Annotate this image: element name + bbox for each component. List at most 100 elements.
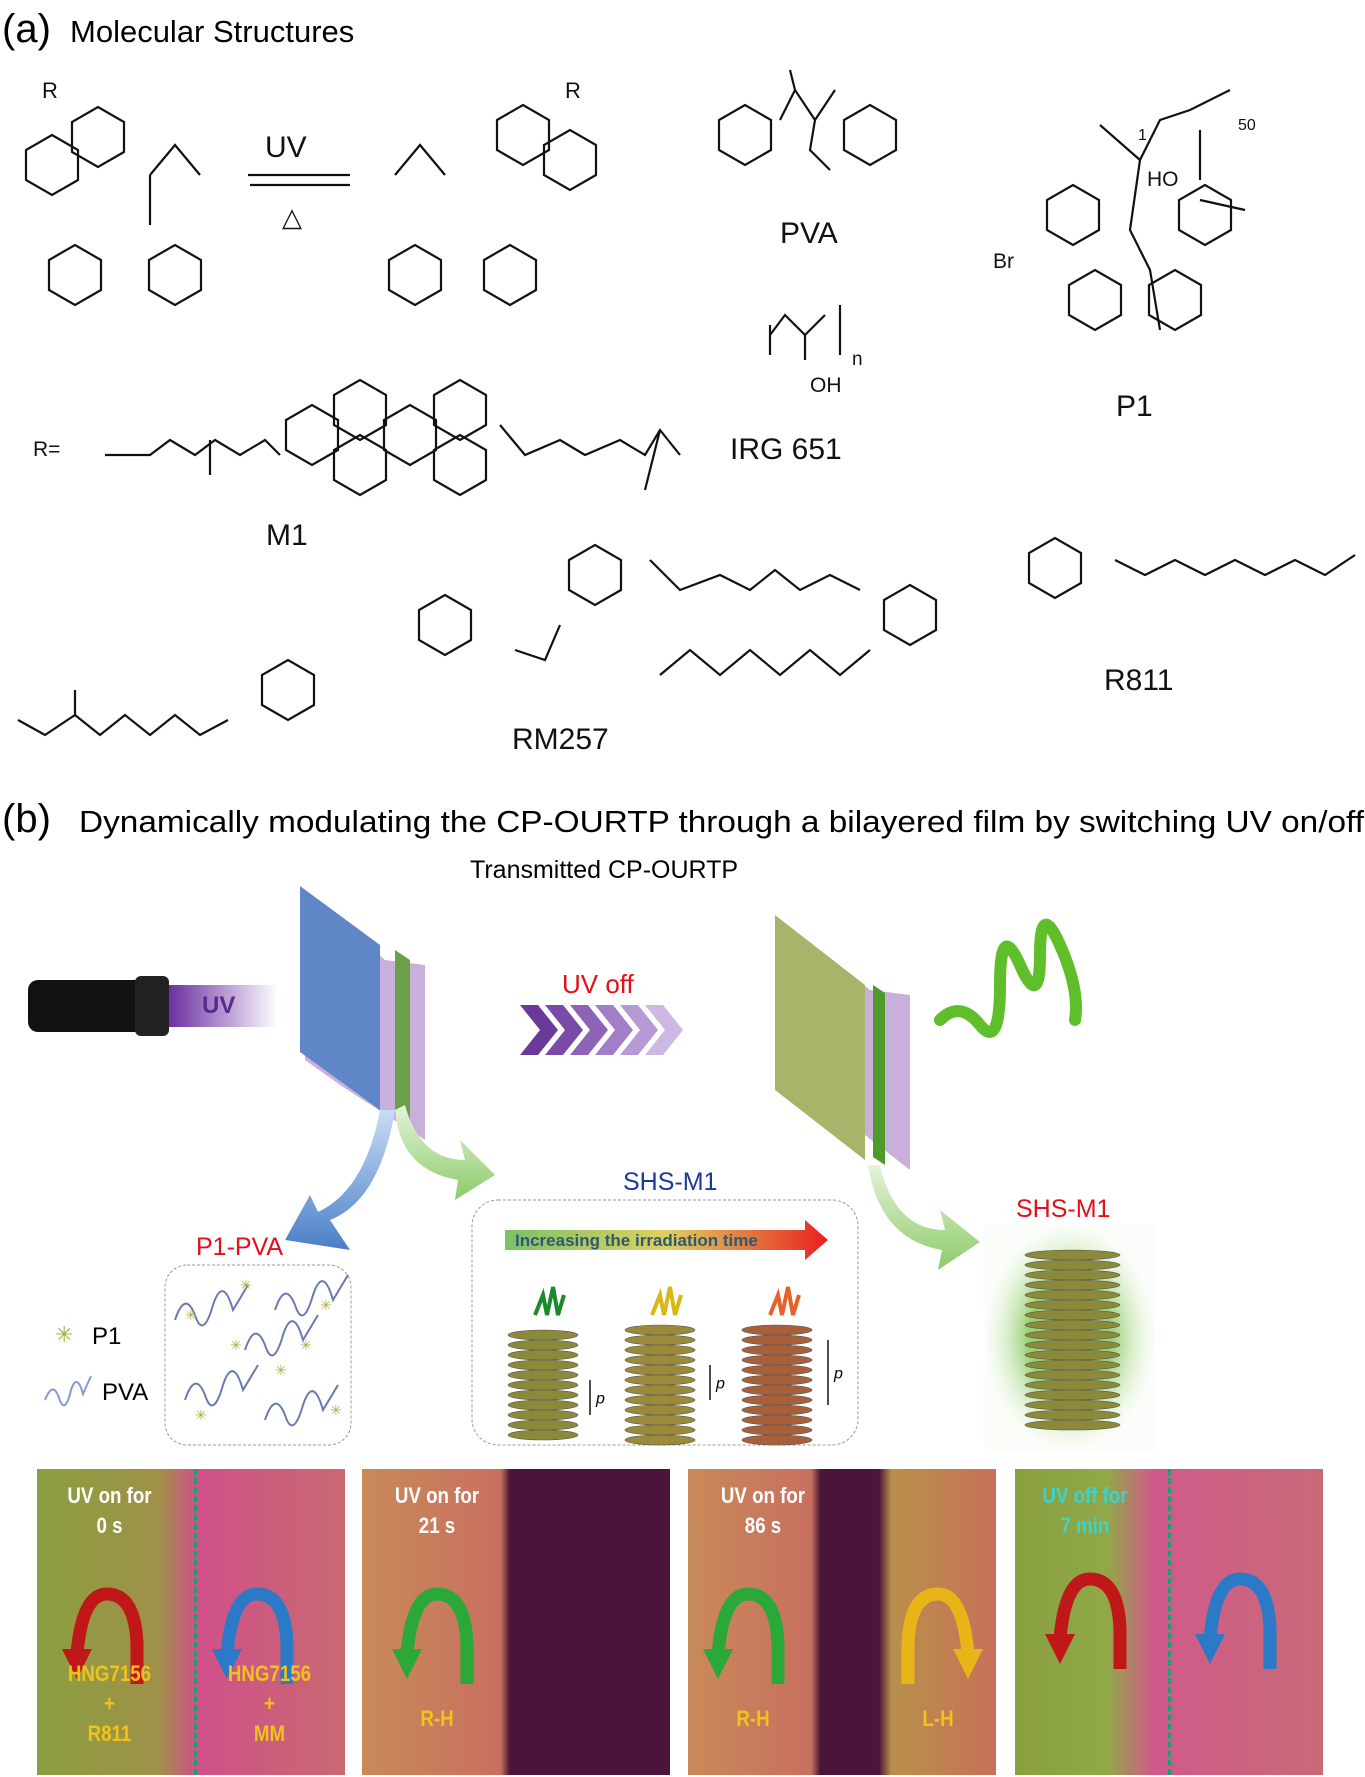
helix-layer: [1024, 1349, 1121, 1361]
ring: [417, 593, 473, 657]
helix-layer: [624, 1394, 696, 1406]
shs-m1-blue-label: SHS-M1: [623, 1168, 717, 1196]
irradiation-label: Increasing the irradiation time: [515, 1231, 758, 1250]
cp-wave-icon: [533, 1286, 566, 1316]
sub-1: 1: [1138, 127, 1147, 144]
oh-label: OH: [810, 374, 842, 397]
cp-wave-icon: [650, 1286, 683, 1316]
p1-star: ✳: [300, 1337, 312, 1353]
pva-chain: [264, 1384, 339, 1427]
uv-off-label: UV off: [562, 969, 635, 999]
molecular-structures: [17, 69, 1356, 737]
chevron: [595, 1005, 633, 1055]
p1-star: ✳: [195, 1407, 207, 1423]
uv-lamp-label: UV: [202, 992, 235, 1019]
panel-b-title: Dynamically modulating the CP-OURTP thro…: [79, 805, 1365, 839]
blue-arrow-icon: [220, 1587, 294, 1684]
green-arrow-icon: [711, 1587, 785, 1684]
uv-label: UV: [265, 131, 307, 164]
helix-layer: [507, 1429, 579, 1441]
chevron: [545, 1005, 583, 1055]
helix-layer: [507, 1359, 579, 1371]
helix-layer: [624, 1374, 696, 1386]
m1-label: M1: [266, 519, 308, 552]
sub-50: 50: [1238, 117, 1256, 134]
bond: [769, 313, 826, 337]
transmitted-label: Transmitted CP-OURTP: [470, 856, 738, 884]
helix-layer: [741, 1434, 813, 1446]
pva-chain: [184, 1364, 259, 1407]
panel-a-label: (a): [2, 7, 51, 51]
ring: [382, 403, 438, 467]
p1-star: ✳: [275, 1362, 287, 1378]
red-arrow-icon: [1053, 1572, 1127, 1669]
micrograph-line1: UV on for: [720, 1483, 806, 1508]
helix-layer: [1024, 1299, 1121, 1311]
micrograph-line1: UV on for: [67, 1483, 152, 1508]
pva-chains: ✳✳✳✳✳✳✳✳: [174, 1274, 349, 1427]
pitch-label: p: [715, 1376, 725, 1393]
ring: [332, 433, 388, 497]
ring: [260, 658, 316, 722]
helix-layer: [624, 1384, 696, 1396]
helix-layer: [741, 1384, 813, 1396]
helix-layer: [624, 1404, 696, 1416]
helix-layer: [1024, 1419, 1121, 1431]
helix-layer: [507, 1389, 579, 1401]
helix-layer: [1024, 1339, 1121, 1351]
pva-chain: [174, 1284, 249, 1327]
ring: [542, 128, 598, 192]
bond: [1099, 124, 1141, 161]
helix-layer: [1024, 1329, 1121, 1341]
right-line2: +: [264, 1691, 275, 1716]
left-line1: HNG7156: [67, 1661, 152, 1686]
p1-star: ✳: [320, 1297, 332, 1313]
helix-layer: [1024, 1289, 1121, 1301]
blue-curved-arrow: [285, 1110, 395, 1250]
green-arrow-icon: [400, 1587, 474, 1684]
helix-layer: [741, 1424, 813, 1436]
r811-label: R811: [1104, 664, 1174, 697]
helix-layer: [1024, 1319, 1121, 1331]
chevron: [620, 1005, 658, 1055]
bond: [808, 119, 831, 171]
r-right: R: [565, 78, 581, 103]
helix-layer: [1024, 1369, 1121, 1381]
ring: [1027, 536, 1083, 600]
helix-layer: [507, 1369, 579, 1381]
shs-m1-red-label: SHS-M1: [1016, 1195, 1110, 1223]
panel-a-title: Molecular Structures: [70, 14, 354, 49]
ring: [147, 243, 203, 307]
left-label: R-H: [420, 1706, 454, 1731]
helix-layer: [507, 1339, 579, 1351]
helix-layer: [741, 1344, 813, 1356]
green-curved-arrow-right: [868, 1165, 980, 1270]
ho-label: HO: [1147, 168, 1179, 191]
helix-layer: [507, 1329, 579, 1341]
m1-r-eq: R=: [33, 438, 60, 461]
p1-star: ✳: [330, 1402, 342, 1418]
p1-label: P1: [1116, 390, 1153, 423]
bond: [659, 648, 871, 677]
ring: [567, 543, 623, 607]
ring: [70, 105, 126, 169]
ring: [284, 403, 340, 467]
ring: [482, 243, 538, 307]
left-line2: +: [104, 1691, 115, 1716]
bond: [649, 559, 861, 592]
bond: [1199, 198, 1246, 212]
n-subscript: n: [852, 349, 863, 370]
bond: [149, 143, 201, 176]
micrograph-line2: 86 s: [744, 1513, 782, 1538]
left-line3: R811: [87, 1721, 132, 1746]
blue-arrow-icon: [1203, 1572, 1277, 1669]
ring: [24, 133, 80, 197]
helix-layer: [624, 1334, 696, 1346]
bond: [1114, 554, 1356, 577]
handedness-arrows: [1045, 1572, 1277, 1669]
ring: [717, 103, 773, 167]
helix-stacks: ppp: [507, 1286, 843, 1446]
micrograph-line2: 7 min: [1060, 1513, 1110, 1538]
